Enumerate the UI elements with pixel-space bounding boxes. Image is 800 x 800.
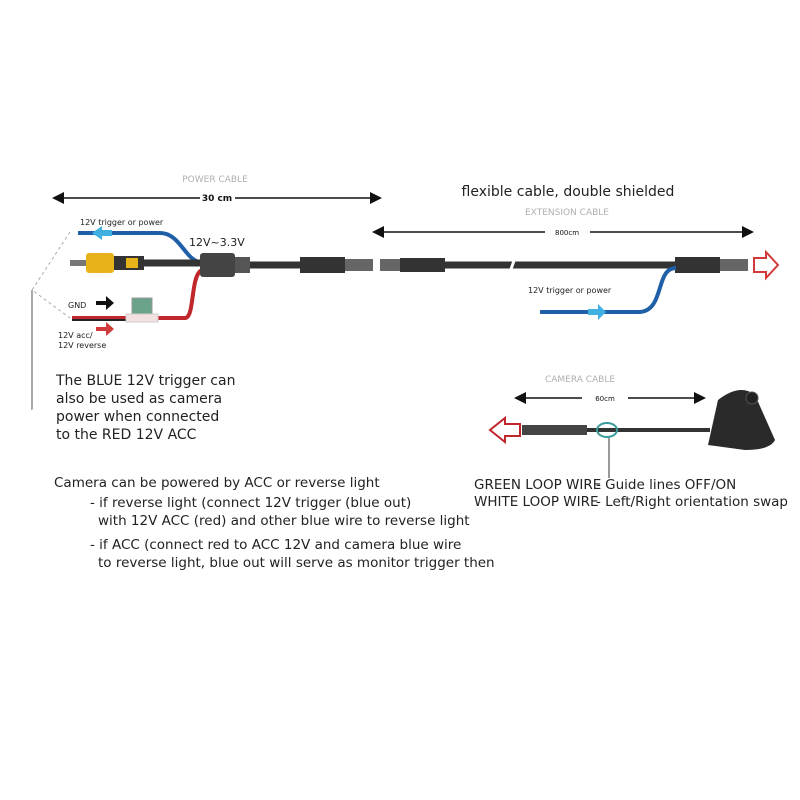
blue-note-line: to the RED 12V ACC xyxy=(56,427,197,443)
camera-lens xyxy=(745,391,759,405)
power-connector xyxy=(300,257,345,273)
splitter xyxy=(200,253,235,277)
arrow-left-outline-icon xyxy=(488,415,521,445)
extension-connector-left xyxy=(380,259,400,271)
arrow-right-blue-icon xyxy=(588,304,606,320)
white-loop-desc: - Left/Right orientation swap xyxy=(596,494,789,510)
blue-note-line: The BLUE 12V trigger can xyxy=(56,373,236,389)
power-note-line-4: - if ACC (connect red to ACC 12V and cam… xyxy=(90,537,462,553)
acc-label-2: 12V reverse xyxy=(58,341,106,350)
arrow-right-red-icon xyxy=(96,322,114,336)
camera-cable-title: CAMERA CABLE xyxy=(545,375,615,385)
gnd-label: GND xyxy=(68,301,86,310)
green-loop-desc: - Guide lines OFF/ON xyxy=(596,477,737,493)
arrow-right-outline-icon xyxy=(753,249,780,281)
extension-cable-length: 800cm xyxy=(555,229,579,237)
loop-wires xyxy=(596,422,618,438)
extension-trigger-label: 12V trigger or power xyxy=(528,286,612,295)
extension-connector-right xyxy=(675,257,720,273)
rca-connector xyxy=(86,253,114,273)
red-wire xyxy=(72,268,204,320)
power-note-line-2: - if reverse light (connect 12V trigger … xyxy=(90,495,412,511)
extension-cable-title: EXTENSION CABLE xyxy=(525,208,609,218)
power-cable-length: 30 cm xyxy=(202,194,232,204)
white-loop-label: WHITE LOOP WIRE xyxy=(474,494,599,510)
camera-connector xyxy=(522,425,587,435)
blue-note-line: also be used as camera xyxy=(56,391,223,407)
blue-note-line: power when connected xyxy=(56,409,220,425)
power-cable-title: POWER CABLE xyxy=(182,175,248,185)
extension-blue-wire xyxy=(540,266,677,314)
pointer-lines xyxy=(31,231,71,319)
arrow-left-blue-icon xyxy=(92,226,112,240)
power-note-line-5: to reverse light, blue out will serve as… xyxy=(98,555,495,571)
green-loop-label: GREEN LOOP WIRE xyxy=(474,477,602,493)
trigger-label: 12V trigger or power xyxy=(80,218,164,227)
camera-body xyxy=(708,390,775,450)
arrow-right-black-icon xyxy=(96,296,114,310)
blue-note: The BLUE 12V trigger can also be used as… xyxy=(56,372,235,444)
acc-label-1: 12V acc/ xyxy=(58,331,93,340)
camera-cable-length: 60cm xyxy=(595,395,615,403)
voltage-label: 12V~3.3V xyxy=(189,236,245,249)
power-note-line-1: Camera can be powered by ACC or reverse … xyxy=(54,475,380,491)
extension-heading: flexible cable, double shielded xyxy=(462,184,675,200)
power-note-line-3: with 12V ACC (red) and other blue wire t… xyxy=(98,513,470,529)
